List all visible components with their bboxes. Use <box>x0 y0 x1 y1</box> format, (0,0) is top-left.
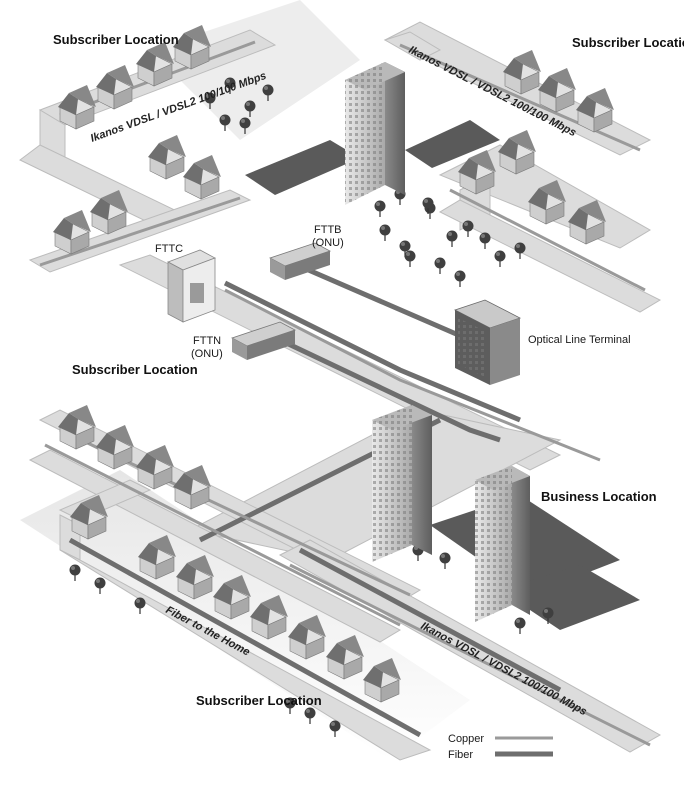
tree-icon <box>542 607 554 624</box>
tree-icon <box>446 230 458 247</box>
office-tower-icon <box>345 62 405 205</box>
fiber-line <box>223 280 521 423</box>
subscriber-location-label: Subscriber Location <box>196 693 322 708</box>
subscriber-location-label: Subscriber Location <box>53 32 179 47</box>
office-tower-icon <box>372 405 432 562</box>
copper-line <box>399 43 641 152</box>
house-icon <box>96 65 134 110</box>
house-icon <box>528 180 566 225</box>
tree-icon <box>454 270 466 287</box>
parking-lot <box>245 140 360 195</box>
tree-icon <box>69 564 81 581</box>
house-icon <box>53 210 91 255</box>
parking-lot <box>500 565 640 630</box>
legend: Copper Fiber <box>448 733 553 761</box>
tree-icon <box>244 100 256 117</box>
fiber-line <box>68 537 422 738</box>
legend-copper-label: Copper <box>448 733 484 745</box>
tree-icon <box>224 77 236 94</box>
tree-icon <box>514 242 526 259</box>
house-icon <box>458 150 496 195</box>
tree-icon <box>514 617 526 634</box>
houses-group <box>53 25 614 703</box>
tree-icon <box>304 707 316 724</box>
house-icon <box>363 658 401 703</box>
house-icon <box>288 615 326 660</box>
fttn-onu-label: (ONU) <box>191 348 223 360</box>
house-icon <box>568 200 606 245</box>
tree-icon <box>262 84 274 101</box>
house-icon <box>498 130 536 175</box>
tree-icon <box>379 224 391 241</box>
road <box>383 31 442 61</box>
copper-line <box>44 443 401 627</box>
house-icon <box>183 155 221 200</box>
tree-icon <box>462 220 474 237</box>
house-icon <box>326 635 364 680</box>
copper-line <box>289 563 651 747</box>
house-icon <box>148 135 186 180</box>
tree-icon <box>404 250 416 267</box>
tree-icon <box>239 117 251 134</box>
house-icon <box>503 50 541 95</box>
road <box>438 199 662 313</box>
fttb-onu-label: (ONU) <box>312 237 344 249</box>
ground-area <box>20 470 470 760</box>
onu-box-icon <box>230 321 297 360</box>
tree-icon <box>94 577 106 594</box>
olt-label: Optical Line Terminal <box>528 334 631 346</box>
copper-line <box>39 196 241 267</box>
fttc-label: FTTC <box>155 243 183 255</box>
house-icon <box>213 575 251 620</box>
house-icon <box>173 465 211 510</box>
cabinet-icon <box>167 249 216 323</box>
legend-fiber-label: Fiber <box>448 749 473 761</box>
tree-icon <box>434 257 446 274</box>
house-icon <box>136 445 174 490</box>
house-icon <box>96 425 134 470</box>
subscriber-location-label: Subscriber Location <box>72 362 198 377</box>
house-icon <box>176 555 214 600</box>
house-icon <box>58 405 96 450</box>
house-icon <box>538 68 576 113</box>
road <box>59 549 432 761</box>
tree-icon <box>494 250 506 267</box>
fttn-label: FTTN <box>193 335 221 347</box>
tree-icon <box>284 697 296 714</box>
business-location-label: Business Location <box>541 489 657 504</box>
tree-icon <box>219 114 231 131</box>
office-tower-icon <box>475 466 530 622</box>
tree-icon <box>422 197 434 214</box>
house-icon <box>70 495 108 540</box>
house-icon <box>576 88 614 133</box>
fiber-line <box>298 547 562 693</box>
house-icon <box>138 535 176 580</box>
fiber-line <box>278 337 501 443</box>
tree-icon <box>329 720 341 737</box>
subscriber-location-label: Subscriber Location <box>572 35 684 50</box>
tree-icon <box>439 552 451 569</box>
tree-icon <box>204 92 216 109</box>
house-icon <box>58 85 96 130</box>
parking-lot <box>405 120 500 168</box>
copper-line <box>449 188 646 292</box>
copper-line <box>224 288 601 462</box>
house-icon <box>136 42 174 87</box>
house-icon <box>173 25 211 70</box>
onu-box-icon <box>268 242 332 280</box>
fiber-line <box>289 259 471 343</box>
house-icon <box>90 190 128 235</box>
house-icon <box>250 595 288 640</box>
olt-rack-icon <box>453 299 522 385</box>
fttb-label: FTTB <box>314 224 342 236</box>
tree-icon <box>134 597 146 614</box>
tree-icon <box>374 200 386 217</box>
tree-icon <box>479 232 491 249</box>
